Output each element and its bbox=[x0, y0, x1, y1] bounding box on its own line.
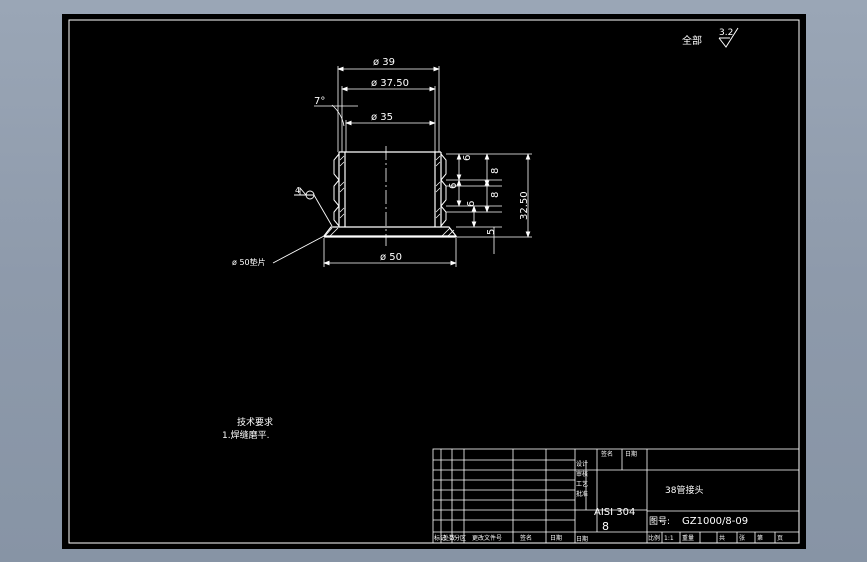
roughness-symbol: 全部 3.2 bbox=[682, 27, 739, 48]
dim-6a: 6 bbox=[462, 155, 473, 161]
tb-scale-val: 1:1 bbox=[664, 535, 674, 542]
tb-fenqu: 分区 bbox=[454, 534, 466, 542]
tb-riqi: 日期 bbox=[576, 535, 588, 543]
tb-bili: 比例 bbox=[648, 534, 660, 542]
tb-qianming: 签名 bbox=[520, 534, 532, 542]
dim-6c: 6 bbox=[466, 201, 477, 207]
dim-d-flange: ø 50 bbox=[380, 252, 402, 263]
tb-biaoji: 标记 bbox=[434, 534, 446, 542]
cad-drawing: 全部 3.2 bbox=[68, 19, 800, 544]
dim-angle: 7° bbox=[314, 96, 325, 107]
dim-d-outer: ø 39 bbox=[373, 57, 395, 68]
tb-riqi-top: 日期 bbox=[625, 450, 637, 458]
weld-label: 4 bbox=[295, 186, 300, 195]
dim-8b: 8 bbox=[490, 192, 501, 198]
roughness-prefix: 全部 bbox=[682, 34, 702, 47]
tech-req-title: 技术要求 bbox=[237, 416, 273, 428]
tb-shenhe: 审核 bbox=[576, 470, 588, 478]
tb-sheji: 设计 bbox=[576, 460, 588, 468]
drawing-frame bbox=[68, 19, 800, 544]
tb-gong: 共 bbox=[719, 534, 725, 542]
tb-di: 第 bbox=[757, 534, 763, 542]
dim-d-mid: ø 37.50 bbox=[371, 78, 409, 89]
tb-gengai: 更改文件号 bbox=[472, 534, 502, 542]
tech-req-line1: 1.焊缝磨平. bbox=[222, 429, 269, 441]
tb-pizhun: 批准 bbox=[576, 490, 588, 498]
tb-quantity: 8 bbox=[602, 520, 609, 533]
tb-part-name: 38管接头 bbox=[665, 484, 703, 496]
tb-ye: 页 bbox=[777, 535, 783, 542]
roughness-value: 3.2 bbox=[719, 28, 733, 38]
dim-height: 32.50 bbox=[519, 191, 530, 220]
dimension-lines bbox=[314, 66, 532, 267]
flange-note: ø 50垫片 bbox=[232, 257, 266, 267]
tb-qianming-top: 签名 bbox=[601, 450, 613, 458]
tb-gongyi: 工艺 bbox=[576, 480, 588, 488]
tb-riqi-bottom: 日期 bbox=[550, 534, 562, 542]
tb-drawing-no: GZ1000/8-09 bbox=[682, 516, 748, 527]
tb-chushu: 处数 bbox=[443, 534, 455, 542]
dim-8a: 8 bbox=[490, 168, 501, 174]
tb-material: AISI 304 bbox=[594, 507, 635, 518]
tb-zhongliang: 重量 bbox=[682, 534, 694, 542]
tb-drawing-no-label: 图号: bbox=[649, 516, 670, 527]
dim-6b: 6 bbox=[448, 183, 459, 189]
dim-5: 5 bbox=[486, 229, 497, 235]
title-block bbox=[432, 448, 800, 544]
drawing-sheet: 全部 3.2 bbox=[62, 14, 806, 549]
part-outline bbox=[322, 151, 458, 238]
flange-leader bbox=[272, 235, 325, 264]
weld-symbol bbox=[294, 186, 333, 227]
dim-d-inner: ø 35 bbox=[371, 112, 393, 123]
tb-zhang: 张 bbox=[739, 534, 745, 542]
